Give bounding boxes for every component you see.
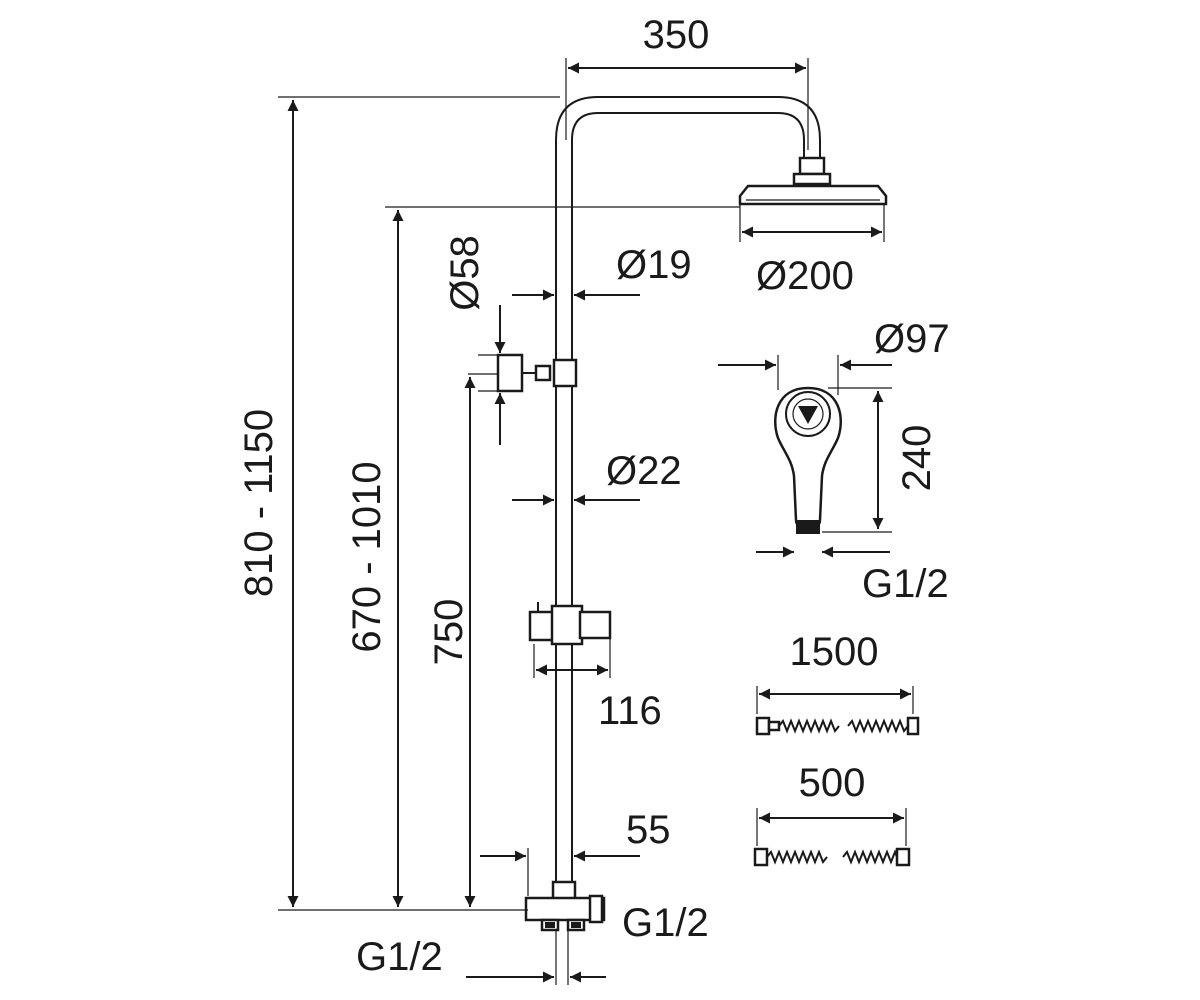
label-inlet-left: G1/2 [356, 935, 443, 979]
hose-1500 [755, 716, 920, 736]
slide-holder [528, 602, 612, 646]
label-hand-97: Ø97 [874, 317, 950, 361]
dimension-lines [287, 62, 911, 983]
label-810-1150: 810 - 1150 [237, 409, 281, 597]
label-spout-55: 55 [626, 808, 671, 852]
label-670-1010: 670 - 1010 [345, 461, 389, 652]
overhead-shower-head [738, 184, 888, 206]
label-350: 350 [643, 13, 710, 57]
label-hand-thread: G1/2 [862, 562, 949, 606]
extension-lines [278, 58, 914, 985]
label-750: 750 [427, 599, 471, 666]
diverter-valve [524, 880, 606, 932]
label-holder-58: Ø58 [443, 235, 487, 311]
label-hose-1500: 1500 [790, 630, 879, 674]
label-pipe-22: Ø22 [606, 449, 682, 493]
label-hand-240: 240 [895, 425, 939, 492]
label-pipe-19: Ø19 [616, 243, 692, 287]
label-inlet-right: G1/2 [622, 901, 709, 945]
wall-bracket [496, 353, 578, 393]
label-slider-116: 116 [598, 689, 662, 733]
label-head-200: Ø200 [756, 254, 854, 298]
label-hose-500: 500 [799, 761, 866, 805]
shower-column [555, 96, 832, 905]
hand-shower [774, 386, 842, 534]
hose-500 [753, 847, 911, 867]
